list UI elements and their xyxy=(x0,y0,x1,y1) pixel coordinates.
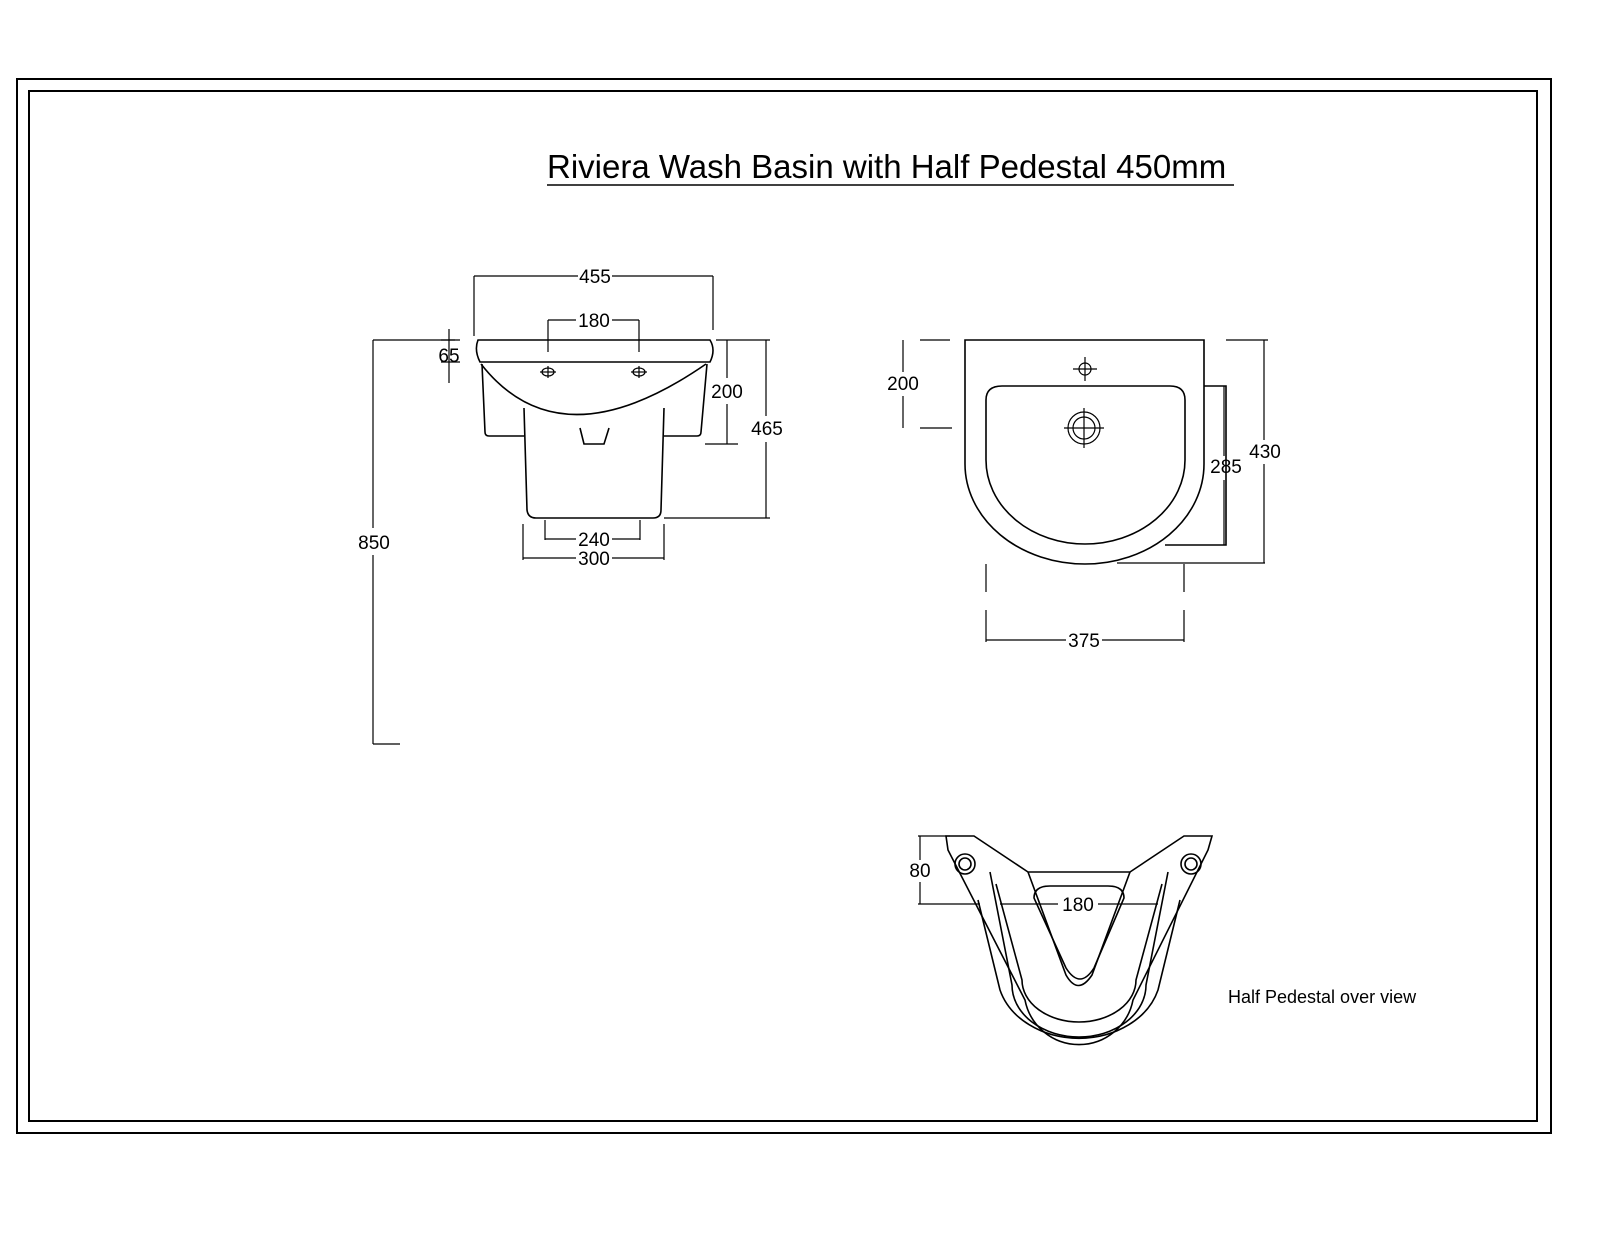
pedestal-inner-recess xyxy=(1033,885,1125,980)
dim-850: 850 xyxy=(358,533,390,554)
basin-bowl xyxy=(480,363,707,416)
pedestal-inner-curve xyxy=(995,883,1163,1023)
bowl-outline-top xyxy=(985,385,1186,545)
fixing-hole-right xyxy=(1184,857,1198,871)
pedestal-caption: Half Pedestal over view xyxy=(1228,987,1417,1007)
tap-hole-right xyxy=(631,366,647,378)
inner-frame xyxy=(28,90,1538,1122)
basin-left-wall xyxy=(481,363,524,437)
pedestal-v-recess xyxy=(1027,871,1131,987)
dim-285: 285 xyxy=(1210,457,1242,478)
front-view: 455 180 65 200 465 850 24 xyxy=(358,267,783,745)
pedestal-outline-top xyxy=(1165,385,1227,546)
waste-outlet xyxy=(579,427,610,445)
dim-430: 430 xyxy=(1249,442,1281,463)
waste-outlet-top xyxy=(1064,408,1104,448)
basin-right-wall xyxy=(664,363,708,437)
dim-180-taps: 180 xyxy=(578,311,610,332)
pedestal-outline xyxy=(945,835,1214,1046)
tap-hole-left xyxy=(540,366,556,378)
pedestal-over-view: 80 180 Half Pedestal over view xyxy=(909,835,1417,1046)
dim-65: 65 xyxy=(438,346,459,367)
dim-465: 465 xyxy=(751,419,783,440)
basin-rim xyxy=(475,339,714,363)
outer-frame xyxy=(16,78,1552,1134)
dim-80: 80 xyxy=(909,861,930,882)
basin-outline-top xyxy=(964,339,1205,565)
fixing-hole-left xyxy=(958,857,972,871)
dim-240: 240 xyxy=(578,530,610,551)
tap-hole-top xyxy=(1073,357,1097,381)
half-pedestal xyxy=(523,407,665,519)
dim-180-pedestal: 180 xyxy=(1062,895,1094,916)
dim-300: 300 xyxy=(578,549,610,570)
pedestal-middle-curve xyxy=(989,871,1169,1038)
dim-200-front: 200 xyxy=(711,382,743,403)
dim-455: 455 xyxy=(579,267,611,288)
pedestal-outer-curve xyxy=(977,899,1181,1040)
dim-375: 375 xyxy=(1068,631,1100,652)
top-view: 200 285 430 375 xyxy=(887,339,1281,652)
drawing-title: Riviera Wash Basin with Half Pedestal 45… xyxy=(547,148,1226,185)
dim-200-top: 200 xyxy=(887,374,919,395)
